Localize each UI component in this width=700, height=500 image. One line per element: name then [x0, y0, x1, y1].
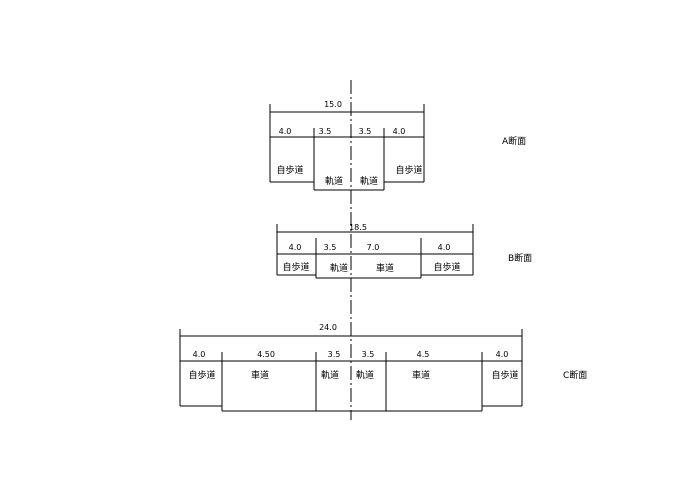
section-b-segment-label: 軌道: [330, 262, 348, 274]
section-c-segment-width: 4.50: [257, 350, 275, 359]
section-a-total: 15.0: [324, 100, 342, 109]
section-a-segment-label: 自歩道: [395, 164, 422, 176]
section-c-segment-label: 自歩道: [188, 369, 215, 381]
section-c-name: C断面: [563, 369, 587, 381]
section-a-segment-width: 3.5: [319, 127, 332, 136]
section-b: 18.5 4.0 3.5 7.0 4.0 自歩道 軌道 車道 自歩道 B断面: [276, 223, 532, 279]
section-b-name: B断面: [508, 252, 532, 264]
section-b-segment-width: 3.5: [324, 243, 337, 252]
section-b-segment-label: 車道: [376, 262, 394, 274]
section-a-segment-width: 3.5: [359, 127, 372, 136]
section-a: 15.0 4.0 3.5 3.5 4.0 自歩道 軌道 軌道 自歩道 A断面: [269, 100, 526, 191]
section-b-segment-width: 4.0: [438, 243, 451, 252]
section-b-segment-label: 自歩道: [433, 261, 460, 273]
section-c-segment-label: 自歩道: [491, 369, 518, 381]
section-c-segment-width: 3.5: [328, 350, 341, 359]
section-c-segment-label: 車道: [412, 369, 430, 381]
section-a-segment-width: 4.0: [279, 127, 292, 136]
section-b-segment-width: 7.0: [367, 243, 380, 252]
section-c-segment-width: 4.0: [496, 350, 509, 359]
section-b-segment-label: 自歩道: [282, 261, 309, 273]
section-c-segment-label: 軌道: [356, 369, 374, 381]
section-c-total: 24.0: [319, 323, 337, 332]
section-c: 24.0 4.0 4.50 3.5 3.5 4.5 4.0 自歩道 車道 軌道 …: [179, 323, 587, 412]
section-a-name: A断面: [502, 135, 526, 147]
section-a-segment-label: 軌道: [360, 175, 378, 187]
section-a-segment-label: 自歩道: [276, 164, 303, 176]
section-a-segment-label: 軌道: [325, 175, 343, 187]
section-c-segment-width: 4.5: [417, 350, 430, 359]
section-c-segment-label: 軌道: [321, 369, 339, 381]
section-a-segment-width: 4.0: [393, 127, 406, 136]
section-b-total: 18.5: [349, 223, 367, 232]
section-b-segment-width: 4.0: [289, 243, 302, 252]
section-c-segment-width: 4.0: [193, 350, 206, 359]
section-c-segment-label: 車道: [251, 369, 269, 381]
section-c-segment-width: 3.5: [362, 350, 375, 359]
